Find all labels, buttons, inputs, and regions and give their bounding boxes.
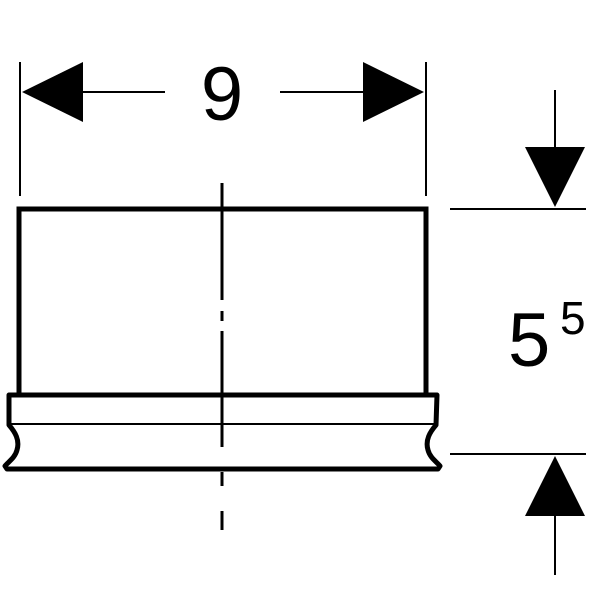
width-dimension-label: 9 [201, 52, 243, 137]
arrow-left-icon [22, 62, 83, 122]
height-dimension-superscript: 5 [560, 292, 586, 344]
arrow-right-icon [363, 62, 424, 122]
fitting-collar [2, 392, 443, 472]
arrow-up-icon [525, 456, 585, 516]
height-dimension-label: 5 [508, 298, 550, 383]
arrow-down-icon [525, 147, 585, 207]
